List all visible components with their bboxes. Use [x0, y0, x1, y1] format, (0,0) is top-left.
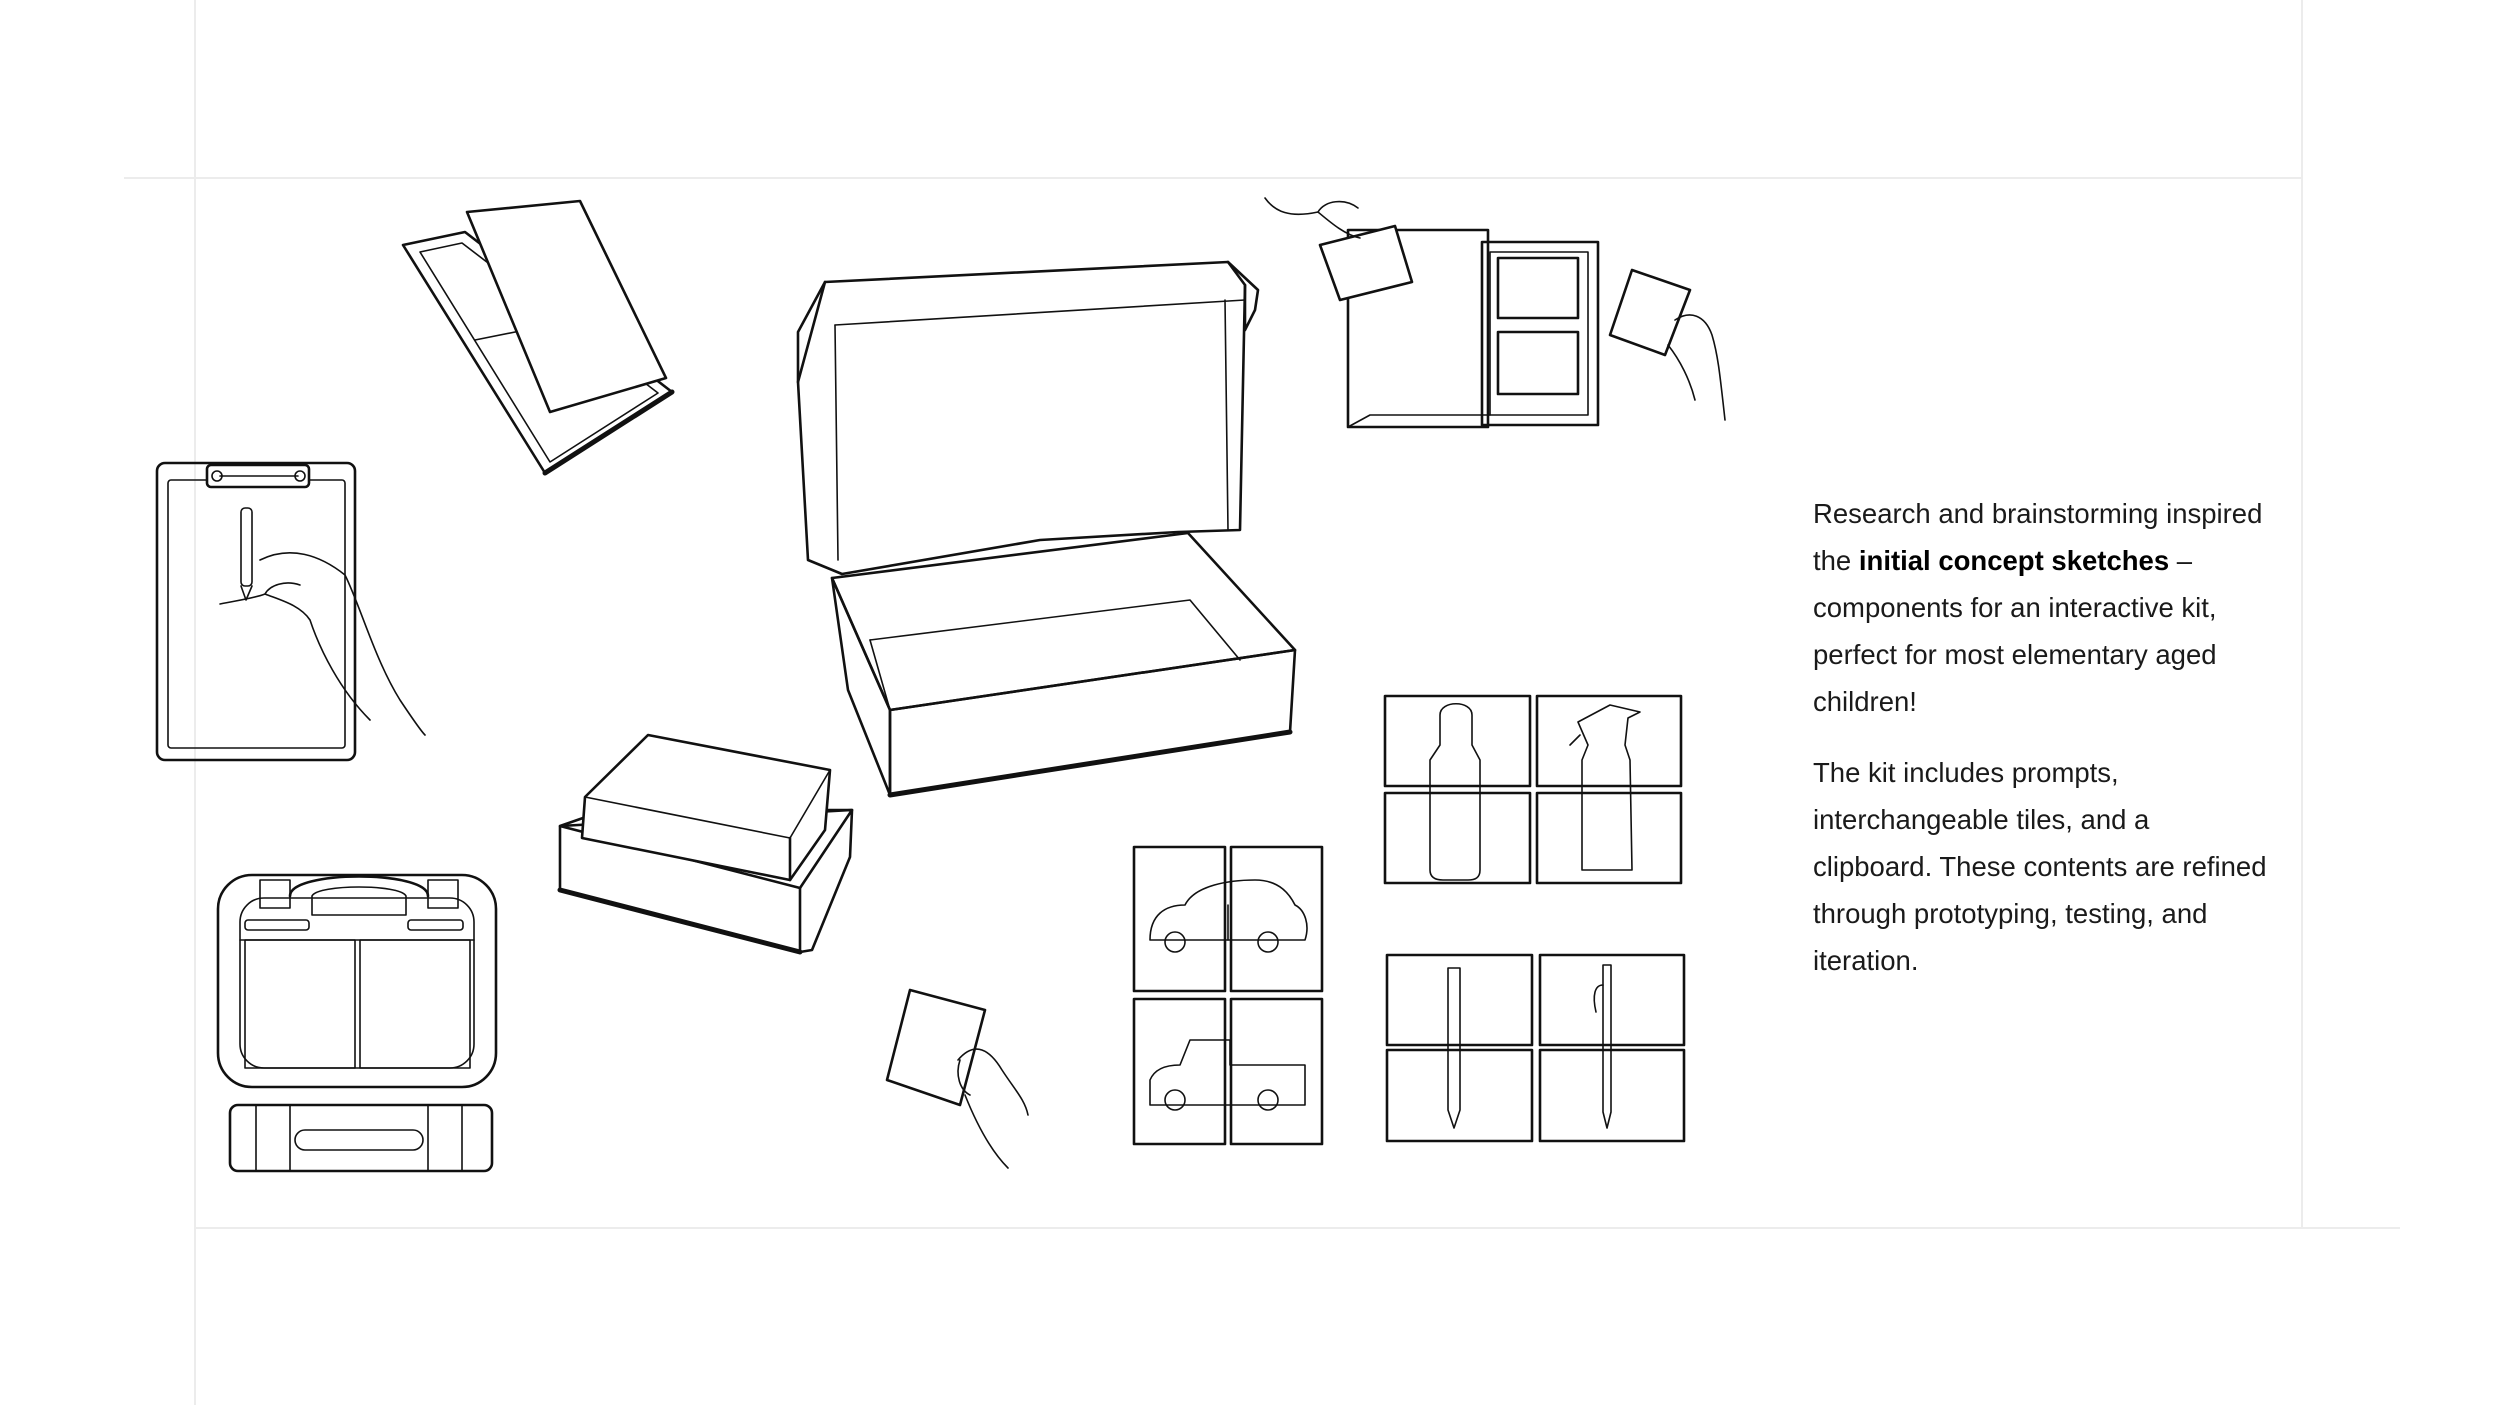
caption-highlight: initial concept sketches [1858, 545, 2170, 576]
guide-line-left [194, 0, 196, 1405]
toolbox-sketch [216, 873, 498, 1173]
car-tiles-sketch [1132, 845, 1324, 1146]
caption-paragraph-1: Research and brainstorming inspired the … [1813, 498, 2263, 717]
caption-text: Research and brainstorming inspired the … [1813, 490, 2273, 1008]
bottle-tiles-sketch [1383, 694, 1683, 885]
guide-line-right [2301, 0, 2303, 1228]
open-box-sketch [796, 260, 1297, 798]
caption-paragraph-2: The kit includes prompts, interchangeabl… [1813, 757, 2267, 976]
folder-sketch [401, 199, 675, 476]
tile-folder-sketch [1264, 197, 1726, 429]
hand-tile-sketch [885, 988, 1029, 1169]
guide-line-bottom [194, 1227, 2400, 1229]
clipboard-sketch [155, 461, 426, 762]
pencil-tiles-sketch [1385, 953, 1686, 1143]
guide-line-top [124, 177, 2302, 179]
stacked-boxes-sketch [557, 733, 854, 955]
